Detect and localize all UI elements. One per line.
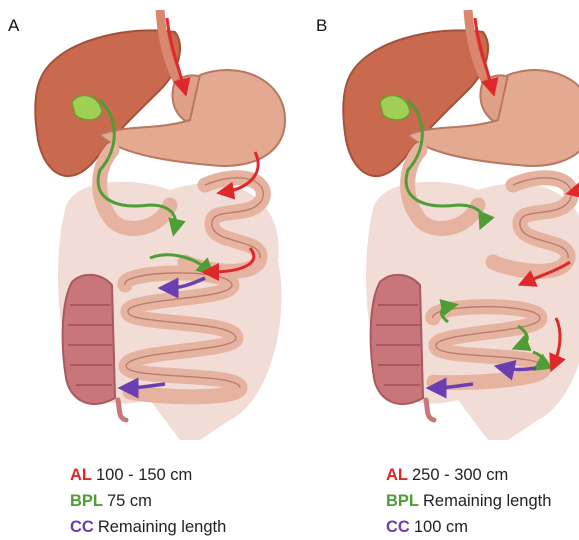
anatomy-illustration [0, 0, 300, 537]
legend-value: 75 cm [107, 492, 152, 510]
legend-abbr: CC [70, 518, 94, 536]
legend-value: 250 - 300 cm [412, 466, 508, 484]
legend-value: Remaining length [423, 492, 551, 510]
legend-value: 100 cm [414, 518, 468, 536]
legend-value: Remaining length [98, 518, 226, 536]
legend-abbr: AL [386, 466, 408, 484]
legend-abbr: BPL [386, 492, 419, 510]
anatomy-illustration [300, 0, 579, 537]
legend-abbr: CC [386, 518, 410, 536]
panel-a: A [0, 0, 300, 537]
legend-value: 100 - 150 cm [96, 466, 192, 484]
common-channel-arrow [504, 368, 536, 370]
legend-abbr: AL [70, 466, 92, 484]
legend-abbr: BPL [70, 492, 103, 510]
